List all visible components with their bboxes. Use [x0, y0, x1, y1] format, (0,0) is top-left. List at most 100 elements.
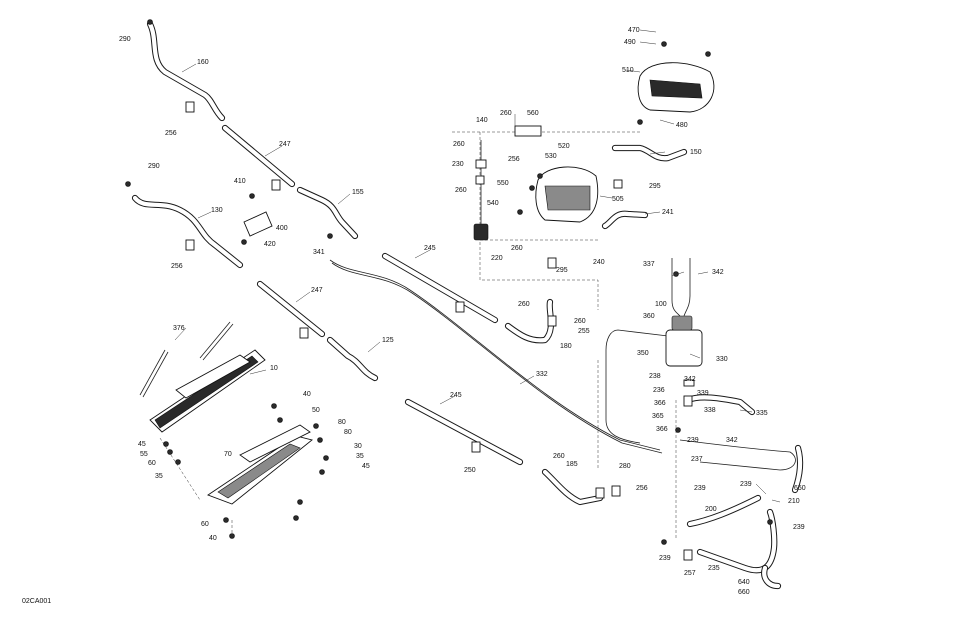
guide-line-left: [159, 437, 201, 501]
callout-330: 330: [716, 356, 728, 363]
clamps: [185, 101, 695, 561]
callout-350: 350: [637, 350, 649, 357]
tube-245-upper: [381, 252, 499, 324]
hose-640: [761, 564, 782, 590]
callout-230: 230: [452, 161, 464, 168]
callout-240: 240: [593, 259, 605, 266]
callout-30: 30: [354, 443, 362, 450]
callout-236: 236: [653, 387, 665, 394]
callout-342: 342: [684, 376, 696, 383]
tube-247-lower: [256, 280, 326, 338]
callout-180: 180: [560, 343, 572, 350]
callout-650: 650: [794, 485, 806, 492]
callout-365: 365: [652, 413, 664, 420]
callout-255: 255: [578, 328, 590, 335]
callout-332: 332: [536, 371, 548, 378]
callout-290: 290: [119, 36, 131, 43]
callout-260: 260: [511, 245, 523, 252]
callout-150: 150: [690, 149, 702, 156]
diagram-reference-code: 02CA001: [22, 598, 52, 605]
leader-lines: [174, 29, 781, 503]
callout-520: 520: [558, 143, 570, 150]
vent-line-337: [671, 258, 681, 317]
callout-505: 505: [612, 196, 624, 203]
hose-125: [326, 336, 379, 382]
callout-366: 366: [656, 426, 668, 433]
callout-342: 342: [726, 437, 738, 444]
callout-40: 40: [209, 535, 217, 542]
callout-250: 250: [464, 467, 476, 474]
callout-337: 337: [643, 261, 655, 268]
callout-247: 247: [279, 141, 291, 148]
callout-45: 45: [362, 463, 370, 470]
callout-239: 239: [694, 485, 706, 492]
callout-338: 338: [704, 407, 716, 414]
callout-366: 366: [654, 400, 666, 407]
callout-80: 80: [344, 429, 352, 436]
callout-480: 480: [676, 122, 688, 129]
callout-130: 130: [211, 207, 223, 214]
hose-180: [504, 298, 554, 344]
callout-239: 239: [659, 555, 671, 562]
callout-540: 540: [487, 200, 499, 207]
callout-260: 260: [553, 453, 565, 460]
callout-100: 100: [655, 301, 667, 308]
callout-260: 260: [518, 301, 530, 308]
callout-260: 260: [574, 318, 586, 325]
callout-420: 420: [264, 241, 276, 248]
callout-260: 260: [500, 110, 512, 117]
callout-260: 260: [455, 187, 467, 194]
callout-256: 256: [508, 156, 520, 163]
callout-280: 280: [619, 463, 631, 470]
callout-256: 256: [171, 263, 183, 270]
callout-530: 530: [545, 153, 557, 160]
callout-245: 245: [450, 392, 462, 399]
callout-238: 238: [649, 373, 661, 380]
callout-660: 660: [738, 589, 750, 596]
bolts: [125, 19, 773, 545]
hose-130: [131, 194, 244, 269]
callout-185: 185: [566, 461, 578, 468]
callout-70: 70: [224, 451, 232, 458]
callout-247: 247: [311, 287, 323, 294]
callout-210: 210: [788, 498, 800, 505]
callout-50: 50: [312, 407, 320, 414]
callout-341: 341: [313, 249, 325, 256]
vent-line-342: [679, 439, 796, 471]
callout-239: 239: [687, 437, 699, 444]
hose-241: [601, 210, 649, 230]
callout-256: 256: [636, 485, 648, 492]
callout-labels: 290 160 256 247 290 410 155 130 400 420 …: [119, 27, 806, 596]
callout-400: 400: [276, 225, 288, 232]
hose-155: [296, 186, 359, 240]
callout-260: 260: [453, 141, 465, 148]
coolant-filter-560: [514, 125, 542, 137]
callout-35: 35: [356, 453, 364, 460]
vent-line-332b: [331, 262, 663, 454]
callout-60: 60: [201, 521, 209, 528]
callout-335: 335: [756, 410, 768, 417]
callout-470: 470: [628, 27, 640, 34]
callout-640: 640: [738, 579, 750, 586]
callout-295: 295: [649, 183, 661, 190]
callout-295: 295: [556, 267, 568, 274]
bracket-400: [243, 211, 273, 237]
radiator-10: [149, 349, 266, 433]
radiator-frame-70: [207, 424, 313, 505]
vent-line-350: [605, 329, 669, 444]
callout-241: 241: [662, 209, 674, 216]
callout-35: 35: [155, 473, 163, 480]
callout-339: 339: [697, 390, 709, 397]
vent-line-337b: [683, 258, 691, 317]
callout-155: 155: [352, 189, 364, 196]
callout-490: 490: [624, 39, 636, 46]
hose-200: [686, 494, 762, 528]
tube-247-upper: [221, 124, 296, 188]
callout-239: 239: [740, 481, 752, 488]
callout-237: 237: [691, 456, 703, 463]
thermostat-housing-505: [535, 166, 599, 223]
callout-80: 80: [338, 419, 346, 426]
callout-376: 376: [173, 325, 185, 332]
callout-40: 40: [303, 391, 311, 398]
